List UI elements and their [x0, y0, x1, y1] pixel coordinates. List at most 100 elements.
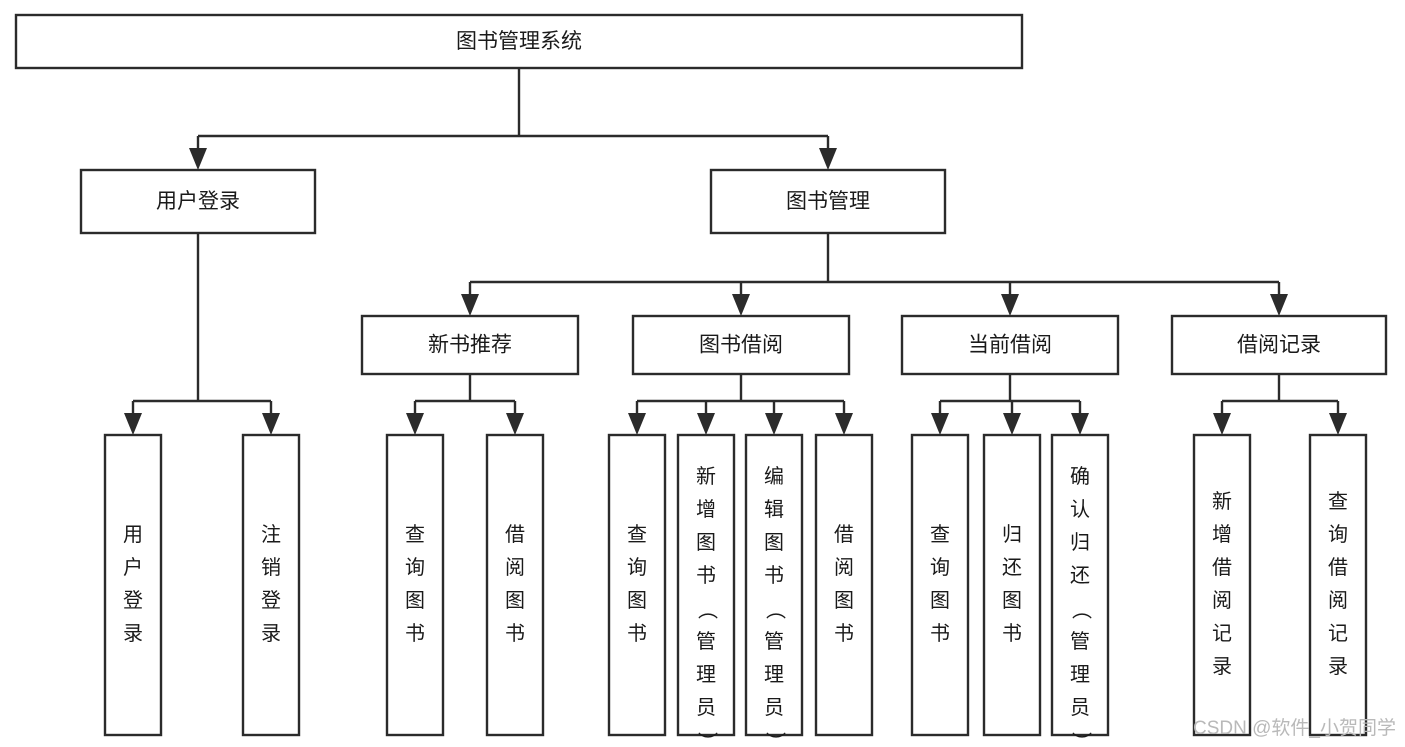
node-label-glyph: 查: [930, 523, 950, 546]
node-box-new-book-recommend[interactable]: [360, 314, 580, 376]
node-label-glyph: 阅: [834, 556, 854, 579]
node-label-glyph: 员: [764, 697, 784, 719]
node-borrow-record[interactable]: 借阅记录: [1170, 314, 1388, 376]
node-label-glyph: 登: [123, 589, 143, 612]
node-new-book-recommend[interactable]: 新书推荐: [360, 314, 580, 376]
node-user-login[interactable]: 用户登录: [79, 168, 317, 235]
node-label-user-login: 用户登录: [156, 190, 240, 213]
node-box-book-management[interactable]: [709, 168, 947, 235]
node-label-glyph: 询: [627, 556, 647, 579]
node-label-glyph: 还: [1070, 564, 1090, 587]
node-label-glyph: 书: [627, 622, 647, 645]
node-label-glyph: 归: [1002, 523, 1022, 546]
node-label-glyph: 图: [930, 590, 950, 612]
node-box-leaf-borrow-book-recommend[interactable]: [485, 433, 545, 737]
node-box-borrow-record[interactable]: [1170, 314, 1388, 376]
node-label-glyph: 书: [764, 564, 784, 587]
node-box-leaf-query-book-borrow[interactable]: [607, 433, 667, 737]
node-label-glyph: 录: [1328, 656, 1348, 678]
node-label-glyph: 图: [405, 590, 425, 612]
node-box-leaf-query-book-recommend[interactable]: [385, 433, 445, 737]
arrow-head-icon: [1213, 413, 1231, 435]
node-label-glyph: ）: [764, 732, 787, 747]
node-box-leaf-confirm-return-admin[interactable]: [1050, 433, 1110, 737]
node-label-glyph: 询: [1328, 523, 1348, 546]
node-box-book-borrow[interactable]: [631, 314, 851, 376]
node-root[interactable]: 图书管理系统: [14, 13, 1024, 70]
arrow-head-icon: [819, 148, 837, 170]
node-box-user-login[interactable]: [79, 168, 317, 235]
node-box-leaf-borrow-book[interactable]: [814, 433, 874, 737]
node-box-leaf-add-book-admin[interactable]: [676, 433, 736, 737]
node-label-glyph: 书: [834, 622, 854, 645]
node-label-glyph: 理: [1070, 664, 1090, 686]
node-label-new-book-recommend: 新书推荐: [428, 334, 512, 357]
node-box-leaf-edit-book-admin[interactable]: [744, 433, 804, 737]
node-label-glyph: 书: [505, 622, 525, 645]
node-box-leaf-return-book[interactable]: [982, 433, 1042, 737]
node-label-glyph: 注: [261, 523, 281, 546]
node-label-glyph: 图: [834, 590, 854, 612]
node-label-glyph: 询: [405, 556, 425, 579]
node-box-current-borrow[interactable]: [900, 314, 1120, 376]
node-label-glyph: ）: [696, 732, 719, 747]
edge-group-new-book-recommend: [406, 374, 524, 435]
node-label-glyph: 图: [1002, 590, 1022, 612]
node-label-glyph: 借: [1328, 556, 1348, 579]
edge-group-book-management: [461, 233, 1288, 316]
node-box-leaf-add-borrow-record[interactable]: [1192, 433, 1252, 737]
node-label-glyph: 员: [696, 697, 716, 719]
node-label-glyph: （: [696, 600, 719, 620]
node-box-leaf-query-borrow-record[interactable]: [1308, 433, 1368, 737]
edge-group-borrow-record: [1213, 374, 1347, 435]
node-label-glyph: 录: [261, 623, 281, 645]
node-box-leaf-query-book-current[interactable]: [910, 433, 970, 737]
node-label-glyph: 录: [1212, 656, 1232, 678]
arrow-head-icon: [1270, 294, 1288, 316]
node-book-management[interactable]: 图书管理: [709, 168, 947, 235]
node-label-borrow-record: 借阅记录: [1237, 334, 1321, 357]
node-box-leaf-user-logout[interactable]: [241, 433, 301, 737]
node-current-borrow[interactable]: 当前借阅: [900, 314, 1120, 376]
node-box-leaf-user-login[interactable]: [103, 433, 163, 737]
edge-group-current-borrow: [931, 374, 1089, 435]
node-label-glyph: 书: [930, 622, 950, 645]
node-label-glyph: （: [1070, 600, 1093, 620]
node-label-glyph: 图: [627, 590, 647, 612]
arrow-head-icon: [1071, 413, 1089, 435]
arrow-head-icon: [1001, 294, 1019, 316]
edge-group-book-borrow: [628, 374, 853, 435]
node-label-glyph: 归: [1070, 531, 1090, 554]
node-label-glyph: 确: [1070, 465, 1090, 488]
edge-group-root: [189, 68, 837, 170]
node-label-glyph: 阅: [505, 556, 525, 579]
node-label-current-borrow: 当前借阅: [968, 334, 1052, 357]
arrow-head-icon: [697, 413, 715, 435]
arrow-head-icon: [732, 294, 750, 316]
node-leaf-user-login[interactable]: 用户登录: [103, 433, 163, 737]
node-label-glyph: 阅: [1328, 589, 1348, 612]
arrow-head-icon: [765, 413, 783, 435]
node-label-glyph: 员: [1070, 697, 1090, 719]
arrow-head-icon: [406, 413, 424, 435]
node-box-root[interactable]: [14, 13, 1024, 70]
node-book-borrow[interactable]: 图书借阅: [631, 314, 851, 376]
